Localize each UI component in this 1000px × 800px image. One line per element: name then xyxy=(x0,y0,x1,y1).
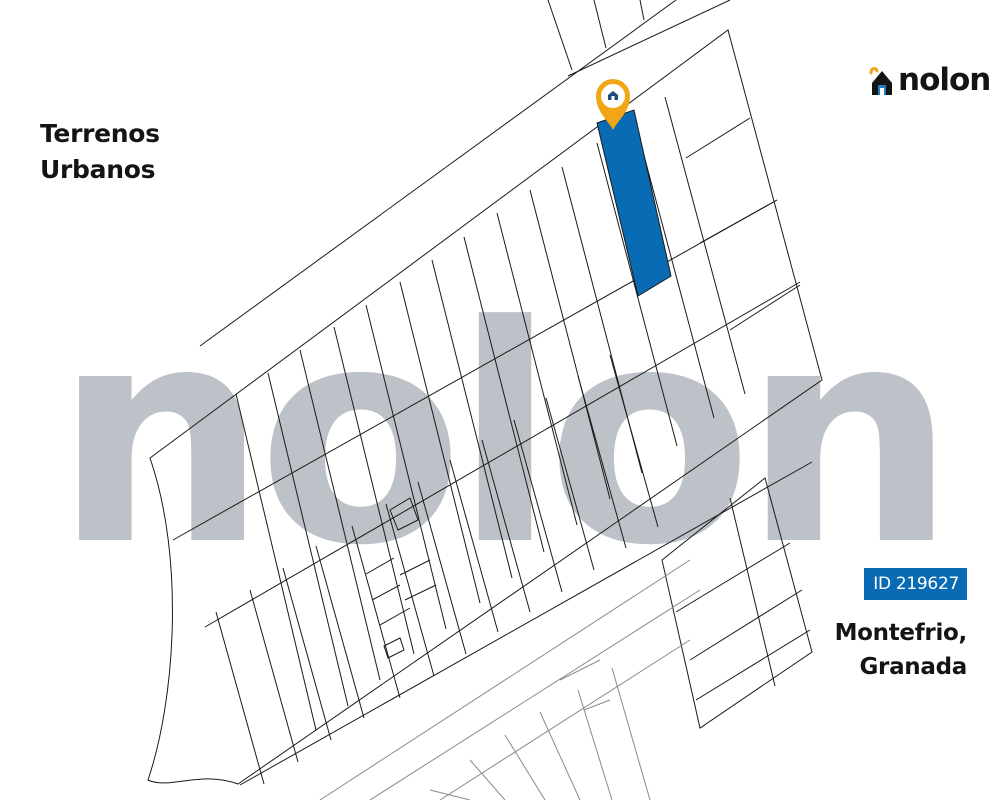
building xyxy=(389,497,419,531)
parcel-line xyxy=(496,212,578,526)
parcel-line xyxy=(267,372,349,707)
parcel-line xyxy=(439,639,691,800)
block-divider xyxy=(204,281,801,628)
parcel-line xyxy=(577,375,627,549)
brand-name: nolon xyxy=(898,62,991,98)
parcel-line xyxy=(689,589,803,661)
parcel-line xyxy=(399,281,481,604)
category-line-1: Terrenos xyxy=(40,119,160,148)
parcel-line xyxy=(299,349,381,681)
parcel-line xyxy=(385,503,435,677)
parcel-line xyxy=(469,759,506,800)
listing-id-badge: ID 219627 xyxy=(864,568,967,600)
category-title: Terrenos Urbanos xyxy=(40,116,160,188)
parcel-line xyxy=(611,667,651,800)
parcel-line xyxy=(417,481,467,655)
location-city: Montefrio, xyxy=(834,620,968,646)
parcel-line xyxy=(449,459,499,633)
house-roof-icon xyxy=(869,67,892,95)
parcel-line xyxy=(315,545,365,719)
parcel-line xyxy=(282,567,332,741)
parcel-line xyxy=(235,393,317,731)
location-label: Montefrio, Granada xyxy=(834,616,968,684)
parcel-line xyxy=(639,0,645,21)
parcel-line xyxy=(431,259,513,579)
parcel-line xyxy=(609,354,659,528)
parcel-line xyxy=(545,397,595,571)
parcel-lines xyxy=(147,0,823,800)
parcel-line xyxy=(685,117,751,159)
parcel-line xyxy=(249,589,299,763)
parcel-line xyxy=(369,589,701,800)
category-line-2: Urbanos xyxy=(40,155,156,184)
building xyxy=(365,557,437,626)
location-province: Granada xyxy=(859,654,967,680)
parcel-line xyxy=(539,711,581,800)
block-boundary xyxy=(661,477,813,729)
parcel-line xyxy=(547,0,573,71)
parcel-line xyxy=(351,525,401,699)
watermark-text: nolon xyxy=(54,262,946,611)
street-edge xyxy=(199,0,677,347)
block-boundary xyxy=(147,29,823,785)
parcel-line xyxy=(529,189,611,500)
parcel-line xyxy=(593,0,607,49)
block-divider xyxy=(239,461,813,786)
parcel-line xyxy=(481,439,531,613)
lower-block-lines xyxy=(319,559,701,800)
street-edge xyxy=(567,0,731,77)
parcel-line xyxy=(319,559,691,800)
parcel-line xyxy=(463,236,545,553)
parcel-line xyxy=(215,611,265,785)
parcel-line xyxy=(596,142,678,447)
parcel-line xyxy=(664,96,746,395)
location-pin-house-icon[interactable] xyxy=(596,79,630,130)
parcel-line xyxy=(583,699,611,711)
block-divider xyxy=(172,199,778,541)
parcel-line xyxy=(365,304,447,630)
parcel-line xyxy=(729,497,776,687)
parcel-line xyxy=(513,419,563,593)
building xyxy=(383,637,405,659)
parcel-line xyxy=(504,734,546,800)
parcel-line xyxy=(559,659,601,681)
parcel-line xyxy=(429,789,471,800)
parcel-line xyxy=(695,629,811,701)
parcel-line xyxy=(699,199,778,244)
brand-logo[interactable]: nolon xyxy=(868,60,991,100)
parcel-line xyxy=(333,326,415,655)
parcel-line xyxy=(729,284,801,331)
parcel-line xyxy=(675,542,791,613)
parcel-line xyxy=(577,689,613,800)
